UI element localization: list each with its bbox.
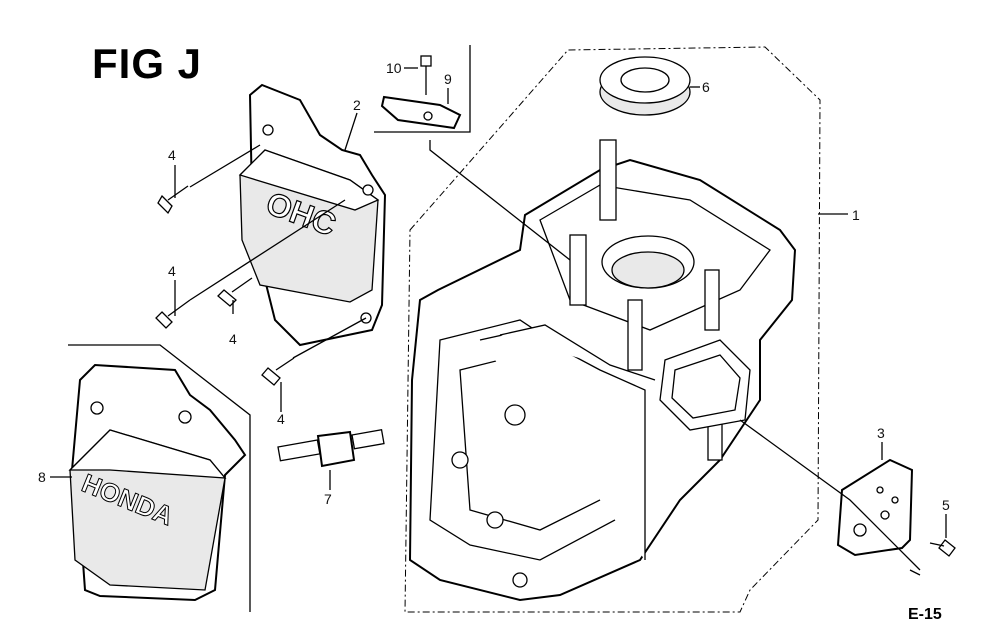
callout-number: 5 bbox=[942, 497, 950, 513]
head-cover-shroud: HONDA bbox=[68, 363, 247, 602]
callout-number: 4 bbox=[229, 331, 237, 347]
callout-number: 8 bbox=[38, 469, 46, 485]
callout-number: 7 bbox=[324, 491, 332, 507]
callout-number: 9 bbox=[444, 71, 452, 87]
group-outline-plate bbox=[374, 45, 471, 133]
cylinder-block bbox=[408, 139, 797, 602]
plate bbox=[380, 95, 462, 130]
side-plate bbox=[836, 458, 914, 557]
callout-number: 4 bbox=[168, 263, 176, 279]
group-outline-shroud bbox=[68, 344, 251, 612]
bolt-part bbox=[929, 539, 956, 557]
bolt-part bbox=[261, 357, 295, 386]
bolt-part bbox=[155, 299, 191, 329]
callout-number: 1 bbox=[852, 207, 860, 223]
callout-number: 4 bbox=[277, 411, 285, 427]
leader-lines bbox=[50, 67, 947, 576]
callout-number: 3 bbox=[877, 425, 885, 441]
bolt-part bbox=[157, 185, 189, 215]
callout-number: 2 bbox=[353, 97, 361, 113]
plate-bolt bbox=[420, 55, 432, 95]
bolt-part bbox=[217, 277, 253, 307]
reference-label: E-15 bbox=[908, 606, 942, 623]
callout-number: 4 bbox=[168, 147, 176, 163]
figure-title: FIG J bbox=[92, 40, 203, 87]
group-outline-block bbox=[404, 46, 821, 613]
head-cover: OHC bbox=[238, 83, 387, 347]
callout-number: 10 bbox=[386, 60, 402, 76]
spark-plug bbox=[277, 429, 385, 468]
callout-number: 6 bbox=[702, 79, 710, 95]
oil-seal bbox=[599, 56, 691, 116]
